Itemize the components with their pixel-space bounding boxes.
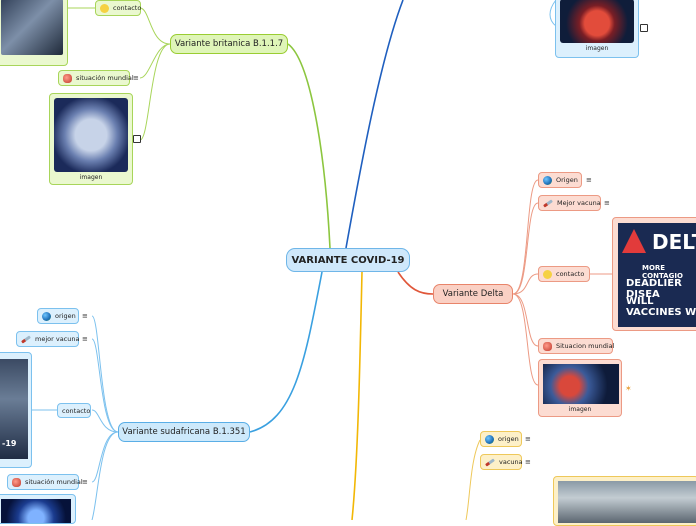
coronavirus-image: [54, 98, 128, 172]
britanica-photo: [1, 0, 63, 55]
britanica-contacto-label: contacto: [113, 4, 142, 12]
sudafricana-branch[interactable]: Variante sudafricana B.1.351: [118, 422, 250, 442]
delta-logo-icon: [622, 229, 646, 253]
delta-contacto-node[interactable]: contacto: [538, 266, 590, 282]
delta-vacuna-node[interactable]: Mejor vacuna: [538, 195, 601, 211]
external-link-icon[interactable]: [640, 24, 648, 32]
news-photo-text: -19: [2, 439, 17, 448]
syringe-icon: [543, 198, 553, 208]
virus-icon: [63, 73, 72, 83]
delta-imagen-label: imagen: [568, 406, 592, 413]
delta-banner-line3: WILL VACCINES W: [626, 296, 696, 318]
sparkle-icon: ✶: [625, 384, 632, 393]
delta-virus-image: [543, 364, 619, 404]
notes-icon[interactable]: ≡: [586, 176, 592, 184]
notes-icon[interactable]: ≡: [82, 335, 88, 343]
central-topic[interactable]: VARIANTE COVID-19: [286, 248, 410, 272]
sudafricana-situacion-label: situación mundial: [25, 478, 83, 486]
delta-imagen-node[interactable]: imagen: [538, 359, 622, 417]
delta-origen-node[interactable]: Origen: [538, 172, 582, 188]
sudafricana-contacto-label: contacto: [62, 406, 91, 415]
news-photo: -19: [0, 359, 28, 459]
delta-contacto-label: contacto: [556, 270, 585, 278]
britanica-label: Variante britanica B.1.1.7: [174, 39, 284, 49]
delta-situacion-node[interactable]: Situacion mundial: [538, 338, 615, 354]
delta-situacion-label: Situacion mundial: [556, 342, 615, 350]
yellow-vacuna-label: vacuna: [499, 458, 523, 466]
notes-icon[interactable]: ≡: [525, 435, 531, 443]
britanica-contacto-node[interactable]: contacto: [95, 0, 141, 16]
virus-icon: [543, 341, 552, 351]
syringe-icon: [21, 334, 31, 344]
virus-icon: [12, 477, 21, 487]
virus-render-image: [560, 0, 634, 43]
yellow-vacuna-node[interactable]: vacuna: [480, 454, 523, 470]
globe-icon: [42, 311, 51, 321]
top-imagen-label: imagen: [585, 45, 609, 52]
delta-banner-image: DELTA MORE CONTAGIO DEADLIER DISEA WILL …: [618, 223, 696, 327]
yellow-origen-node[interactable]: origen: [480, 431, 522, 447]
delta-branch[interactable]: Variante Delta: [433, 284, 513, 304]
globe-network-image: [1, 499, 71, 523]
globe-icon: [543, 175, 552, 185]
sudafricana-photo-node[interactable]: -19: [0, 352, 32, 468]
delta-banner-line1: MORE CONTAGIO: [642, 264, 683, 280]
top-imagen-node[interactable]: imagen: [555, 0, 639, 58]
sudafricana-vacuna-label: mejor vacuna: [35, 335, 80, 343]
britanica-imagen-label: imagen: [79, 174, 103, 181]
mask-icon: [100, 3, 109, 13]
notes-icon[interactable]: ≡: [525, 458, 531, 466]
britanica-situacion-label: situación mundial: [76, 74, 134, 82]
notes-icon[interactable]: ≡: [82, 312, 88, 320]
sudafricana-contacto-node[interactable]: contacto: [57, 403, 91, 418]
mask-icon: [543, 269, 552, 279]
yellow-photo-node[interactable]: [553, 476, 696, 526]
delta-label: Variante Delta: [442, 289, 504, 299]
notes-icon[interactable]: ≡: [604, 199, 610, 207]
britanica-imagen-node[interactable]: imagen: [49, 93, 133, 185]
sudafricana-globe-node[interactable]: [0, 494, 76, 524]
britanica-branch[interactable]: Variante britanica B.1.1.7: [170, 34, 288, 54]
globe-icon: [485, 434, 494, 444]
central-topic-label: VARIANTE COVID-19: [291, 254, 405, 266]
delta-vacuna-label: Mejor vacuna: [557, 199, 601, 207]
office-photo: [558, 481, 696, 523]
sudafricana-vacuna-node[interactable]: mejor vacuna: [16, 331, 79, 347]
delta-origen-label: Origen: [556, 176, 578, 184]
sudafricana-situacion-node[interactable]: situación mundial: [7, 474, 83, 490]
delta-banner-title: DELTA: [652, 230, 696, 254]
sudafricana-origen-node[interactable]: origen: [37, 308, 79, 324]
external-link-icon[interactable]: [133, 135, 141, 143]
notes-icon[interactable]: ≡: [82, 478, 88, 486]
delta-banner-node[interactable]: DELTA MORE CONTAGIO DEADLIER DISEA WILL …: [612, 217, 696, 331]
yellow-origen-label: origen: [498, 435, 519, 443]
syringe-icon: [485, 457, 495, 467]
sudafricana-label: Variante sudafricana B.1.351: [122, 427, 246, 437]
britanica-situacion-node[interactable]: situación mundial: [58, 70, 134, 86]
notes-icon[interactable]: ≡: [133, 74, 139, 82]
delta-banner-line2: DEADLIER DISEA: [626, 278, 682, 300]
britanica-photo-node[interactable]: [0, 0, 68, 66]
sudafricana-origen-label: origen: [55, 312, 76, 320]
